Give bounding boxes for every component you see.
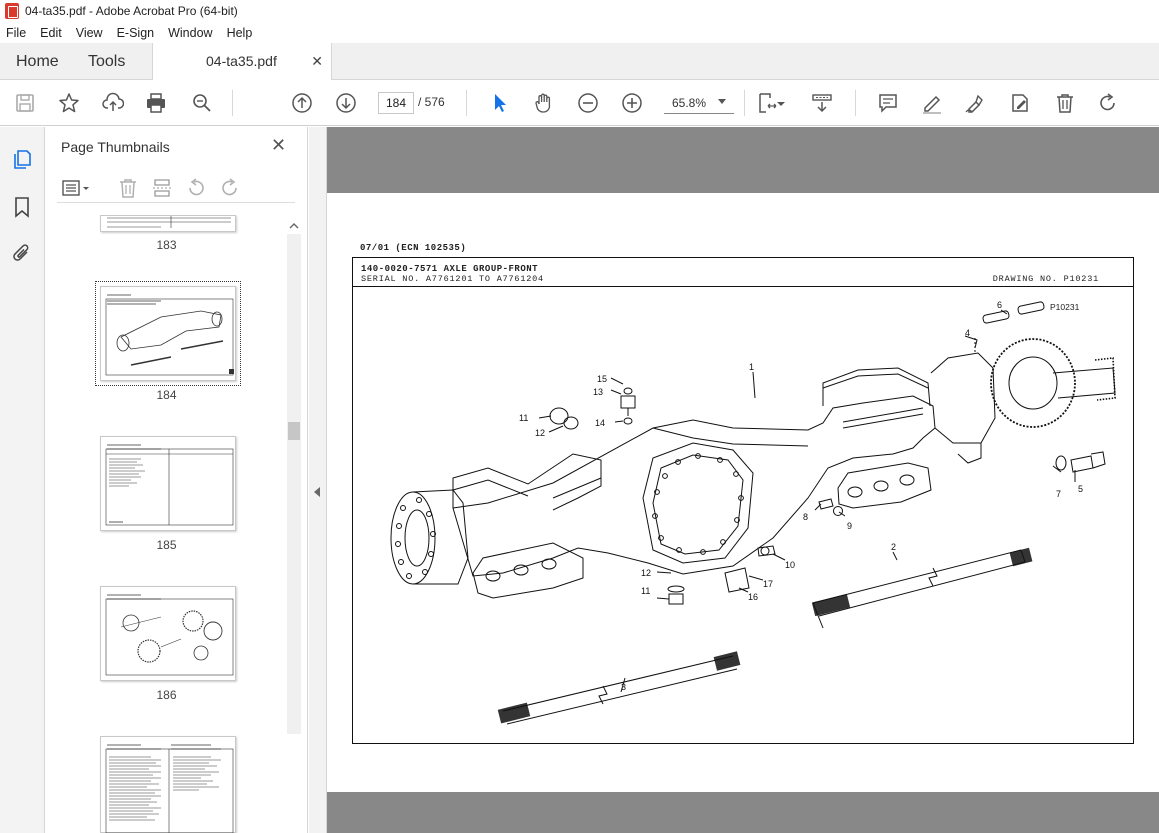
- callout-8: 8: [803, 512, 808, 522]
- callout-10: 10: [785, 560, 795, 570]
- menu-esign[interactable]: E-Sign: [116, 25, 155, 40]
- window-title: 04-ta35.pdf - Adobe Acrobat Pro (64-bit): [25, 4, 238, 18]
- drawing-reference: P10231: [1050, 302, 1080, 312]
- title-bar: 04-ta35.pdf - Adobe Acrobat Pro (64-bit): [0, 0, 1159, 22]
- scroll-mode-icon[interactable]: [810, 91, 834, 115]
- pdf-page: 07/01 (ECN 102535) 140-0020-7571 AXLE GR…: [327, 193, 1159, 792]
- delete-trash-icon[interactable]: [1053, 91, 1077, 115]
- callout-1: 1: [749, 362, 754, 372]
- callout-5: 5: [1078, 484, 1083, 494]
- menu-file[interactable]: File: [6, 25, 27, 40]
- menu-bar: File Edit View E-Sign Window Help: [0, 22, 1159, 43]
- rotate-left-icon[interactable]: [185, 177, 207, 199]
- print-icon[interactable]: [144, 91, 168, 115]
- part-callouts: 1 2 3 4 5 6 7 8 9 10 11 12 13 14 15 16 1…: [519, 300, 1083, 692]
- callout-15: 15: [597, 374, 607, 384]
- callout-2: 2: [891, 542, 896, 552]
- axle-exploded-drawing: 1 2 3 4 5 6 7 8 9 10 11 12 13 14 15 16 1…: [390, 300, 1116, 725]
- callout-12-top: 12: [535, 428, 545, 438]
- thumbnail-page-185[interactable]: [100, 436, 236, 531]
- part-title: 140-0020-7571 AXLE GROUP-FRONT: [361, 264, 539, 274]
- fit-page-dropdown-icon[interactable]: [775, 91, 787, 115]
- page-thumbnails-panel: Page Thumbnails ✕ 183: [45, 127, 308, 833]
- callout-9: 9: [847, 521, 852, 531]
- drawing-number: DRAWING NO. P10231: [992, 274, 1099, 284]
- thumbnail-extract-icon[interactable]: [151, 177, 173, 199]
- callout-6: 6: [997, 300, 1002, 310]
- thumbnail-label: 186: [156, 688, 177, 702]
- callout-4: 4: [965, 328, 970, 338]
- callout-12-bottom: 12: [641, 568, 651, 578]
- collapse-panel-button[interactable]: [309, 127, 327, 833]
- callout-13: 13: [593, 387, 603, 397]
- tab-document[interactable]: 04-ta35.pdf ✕: [152, 43, 332, 80]
- toolbar: [0, 80, 1159, 126]
- menu-help[interactable]: Help: [226, 25, 253, 40]
- next-page-icon[interactable]: [334, 91, 358, 115]
- hand-tool-icon[interactable]: [532, 91, 556, 115]
- thumbnail-scrollbar-thumb[interactable]: [288, 422, 300, 440]
- zoom-out-icon[interactable]: [576, 91, 600, 115]
- page-number-input[interactable]: 184: [378, 92, 414, 114]
- tab-document-label: 04-ta35.pdf: [206, 53, 277, 69]
- thumbnail-page-186[interactable]: [100, 586, 236, 681]
- highlight-pen-icon[interactable]: [920, 91, 944, 115]
- page-thumbnails-icon[interactable]: [10, 147, 34, 171]
- zoom-search-icon[interactable]: [190, 91, 214, 115]
- thumbnail-label: 183: [156, 238, 177, 252]
- page-total-label: / 576: [418, 95, 445, 109]
- left-navigation-rail: [0, 127, 45, 833]
- attachment-paperclip-icon[interactable]: [10, 241, 34, 265]
- callout-14: 14: [595, 418, 605, 428]
- title-divider: [353, 286, 1133, 287]
- star-icon[interactable]: [57, 91, 81, 115]
- zoom-in-icon[interactable]: [620, 91, 644, 115]
- tab-home[interactable]: Home: [16, 53, 59, 70]
- thumbnail-list: 183 184 185: [45, 215, 308, 833]
- thumbnail-label: 185: [156, 538, 177, 552]
- thumbnail-label: 184: [156, 388, 177, 402]
- save-icon[interactable]: [13, 91, 37, 115]
- thumbnail-toolbar: [57, 175, 295, 203]
- bookmark-icon[interactable]: [10, 195, 34, 219]
- collapse-arrow-icon: [314, 487, 320, 497]
- sign-pen-icon[interactable]: [963, 91, 987, 115]
- panel-title: Page Thumbnails: [61, 139, 170, 155]
- menu-edit[interactable]: Edit: [40, 25, 62, 40]
- tab-tools[interactable]: Tools: [88, 53, 126, 70]
- comment-icon[interactable]: [876, 91, 900, 115]
- callout-11-bottom: 11: [641, 586, 650, 596]
- tab-bar: Home Tools 04-ta35.pdf ✕: [0, 43, 1159, 80]
- close-panel-icon[interactable]: ✕: [271, 135, 287, 155]
- select-cursor-icon[interactable]: [488, 91, 512, 115]
- previous-page-icon[interactable]: [290, 91, 314, 115]
- fit-page-icon[interactable]: [755, 91, 779, 115]
- callout-7: 7: [1056, 489, 1061, 499]
- zoom-dropdown-icon[interactable]: [718, 99, 726, 104]
- thumbnail-scrollbar[interactable]: [287, 220, 301, 740]
- menu-view[interactable]: View: [75, 25, 103, 40]
- callout-17: 17: [763, 579, 773, 589]
- close-tab-icon[interactable]: ✕: [311, 53, 323, 69]
- callout-16: 16: [748, 592, 758, 602]
- rotate-right-icon[interactable]: [219, 177, 241, 199]
- menu-window[interactable]: Window: [168, 25, 213, 40]
- fill-sign-icon[interactable]: [1008, 91, 1032, 115]
- thumbnail-page-183[interactable]: [100, 215, 236, 232]
- thumbnail-page-187[interactable]: [100, 736, 236, 833]
- zoom-level-select[interactable]: 65.8%: [664, 92, 734, 114]
- redo-icon[interactable]: [1096, 91, 1120, 115]
- callout-3: 3: [621, 682, 626, 692]
- serial-range: SERIAL NO. A7761201 TO A7761204: [361, 274, 544, 284]
- pdf-file-icon: [5, 3, 19, 19]
- upload-cloud-icon[interactable]: [101, 91, 125, 115]
- thumbnail-page-184[interactable]: [95, 281, 241, 386]
- revision-note: 07/01 (ECN 102535): [360, 243, 467, 253]
- callout-11-top: 11: [519, 413, 528, 423]
- thumbnail-delete-icon[interactable]: [117, 177, 139, 199]
- drawing-frame: 140-0020-7571 AXLE GROUP-FRONT SERIAL NO…: [352, 257, 1134, 744]
- thumbnail-options-icon[interactable]: [61, 177, 91, 199]
